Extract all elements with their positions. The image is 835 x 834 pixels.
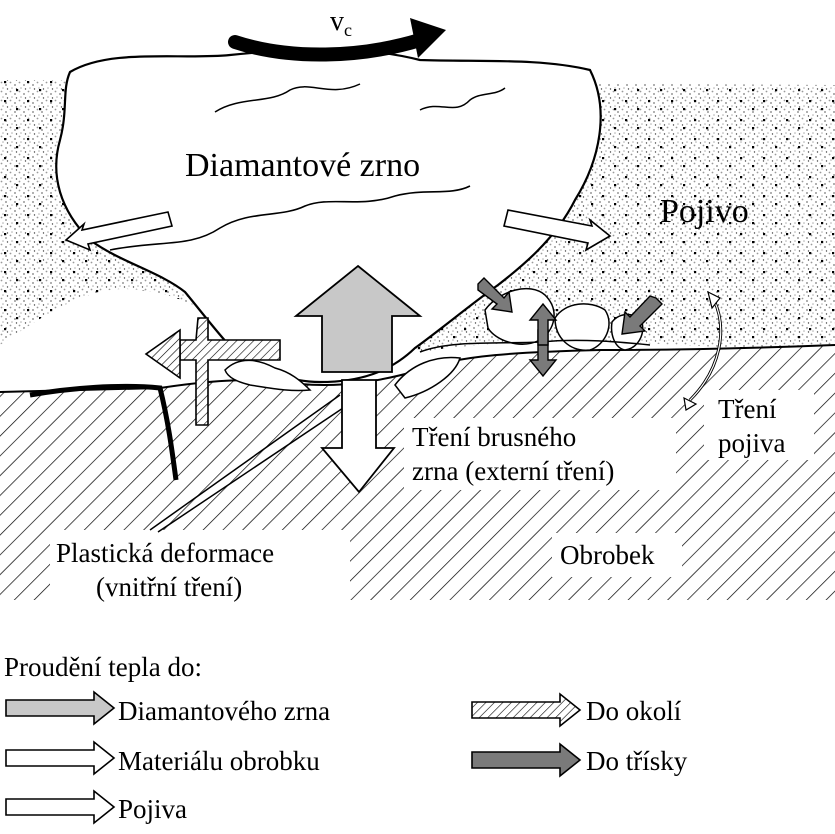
grain-friction-label-line2: zrna (externí tření) <box>412 456 614 486</box>
legend-item-environment: Do okolí <box>471 692 682 728</box>
heat-arrows-chip <box>477 277 663 378</box>
binder-friction-arrow <box>683 290 723 411</box>
binder-friction-label-line2: pojiva <box>718 428 786 458</box>
legend-label-binder: Pojiva <box>118 794 187 824</box>
legend-arrow-hatched-icon <box>471 692 582 728</box>
grain-friction-label-line1: Tření brusného <box>412 422 576 452</box>
heat-arrow-environment <box>144 317 281 426</box>
legend-label-chip: Do třísky <box>586 746 688 776</box>
heat-arrow-binder-right <box>503 209 612 252</box>
workpiece <box>0 344 835 834</box>
heat-arrow-grain <box>293 264 423 373</box>
legend: Proudění tepla do: Diamantového zrna Mat… <box>4 652 688 825</box>
plastic-deformation-label-line1: Plastická deformace <box>56 538 274 568</box>
legend-arrow-white-icon <box>5 740 116 776</box>
legend-arrow-light-gray-icon <box>5 690 116 726</box>
legend-label-grain: Diamantového zrna <box>118 696 330 726</box>
legend-label-workpiece: Materiálu obrobku <box>118 746 320 776</box>
binder-friction-label-line1: Tření <box>718 394 777 424</box>
velocity-label: vc <box>330 6 352 40</box>
legend-arrow-white-icon <box>5 789 116 825</box>
legend-item-grain: Diamantového zrna <box>5 690 330 726</box>
legend-item-workpiece: Materiálu obrobku <box>5 740 320 776</box>
velocity-arrow <box>228 18 446 62</box>
legend-arrow-dark-gray-icon <box>471 742 582 778</box>
heat-arrow-workpiece <box>320 379 396 494</box>
plastic-deformation-label-line2: (vnitřní tření) <box>96 572 242 602</box>
legend-title: Proudění tepla do: <box>4 652 202 682</box>
workpiece-label: Obrobek <box>560 540 655 570</box>
legend-item-chip: Do třísky <box>471 742 688 778</box>
legend-label-environment: Do okolí <box>586 696 682 726</box>
legend-item-binder: Pojiva <box>5 789 187 825</box>
binder-label: Pojivo <box>660 193 749 230</box>
heat-arrow-binder-left <box>64 211 174 252</box>
grain-label: Diamantové zrno <box>185 147 420 184</box>
